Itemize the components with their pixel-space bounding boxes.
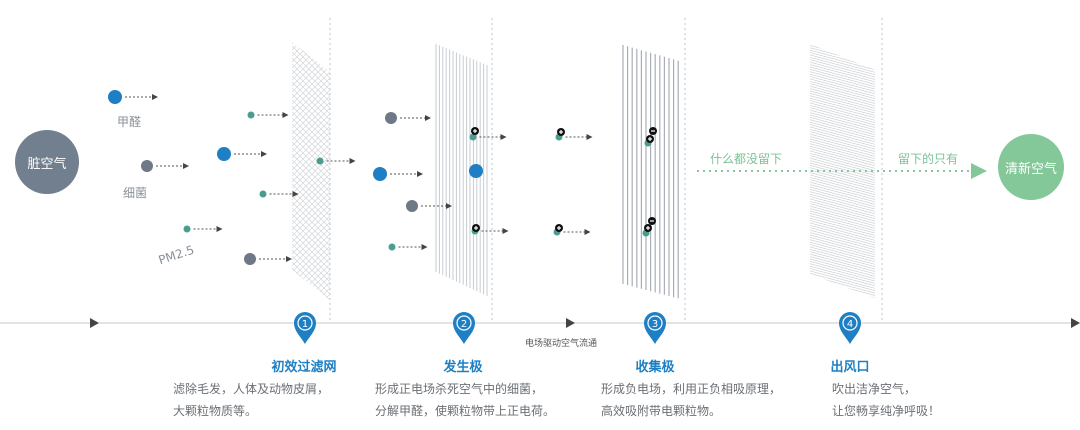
stage-3-description: 形成负电场，利用正负相吸原理， 高效吸附带电颗粒物。 xyxy=(601,378,781,422)
stage-4-title: 出风口 xyxy=(830,360,870,375)
particle xyxy=(469,133,477,141)
clean-air-circle: 清新空气 xyxy=(998,134,1064,200)
particle xyxy=(217,147,231,161)
particle xyxy=(247,111,255,119)
particle xyxy=(373,167,387,181)
particles xyxy=(108,90,657,265)
stage-3-desc-line2: 高效吸附带电颗粒物。 xyxy=(601,404,722,418)
stage-separators xyxy=(329,18,883,322)
stage-3-desc-line1: 形成负电场，利用正负相吸原理， xyxy=(601,382,782,396)
stage-1-desc-line1: 滤除毛发，人体及动物皮屑， xyxy=(173,382,330,396)
stage-1-desc-line2: 大颗粒物质等。 xyxy=(173,404,258,418)
particle xyxy=(388,243,396,251)
stage-pins: 1 2 3 4 xyxy=(294,312,861,344)
only-left-note: 留下的只有 xyxy=(898,152,959,166)
particle xyxy=(316,157,324,165)
stage-1-pin: 1 xyxy=(294,312,316,344)
collector-electrode xyxy=(622,45,679,299)
particle xyxy=(469,164,483,178)
stage-1-number: 1 xyxy=(302,319,308,330)
stage-2-title: 发生极 xyxy=(443,360,483,375)
stage-4-pin: 4 xyxy=(839,312,861,344)
stage-2-desc-line1: 形成正电场杀死空气中的细菌， xyxy=(375,382,544,396)
stage-4-desc-line1: 吹出洁净空气， xyxy=(832,382,917,396)
stage-2-number: 2 xyxy=(461,319,467,330)
clean-air-label: 清新空气 xyxy=(1004,161,1057,177)
dirty-air-label: 脏空气 xyxy=(27,156,67,172)
dirty-air-circle: 脏空气 xyxy=(15,130,79,194)
particle xyxy=(259,190,267,198)
particle xyxy=(385,112,397,124)
particle xyxy=(244,253,256,265)
stage-3-title: 收集极 xyxy=(635,360,675,375)
stage-3-number: 3 xyxy=(652,319,658,330)
stage-4-number: 4 xyxy=(847,319,853,330)
stage-4-description: 吹出洁净空气， 让您畅享纯净呼吸！ xyxy=(832,378,940,422)
timeline-arrows xyxy=(90,318,1080,328)
particle xyxy=(183,225,191,233)
stage-2-description: 形成正电场杀死空气中的细菌， 分解甲醛，使颗粒物带上正电荷。 xyxy=(375,378,555,422)
bacteria-label: 细菌 xyxy=(123,186,148,200)
formaldehyde-label: 甲醛 xyxy=(117,115,142,129)
outlet-mesh xyxy=(810,44,875,298)
particle xyxy=(406,200,418,212)
particle xyxy=(141,160,153,172)
nothing-left-note: 什么都没留下 xyxy=(710,152,783,166)
stage-4-desc-line2: 让您畅享纯净呼吸！ xyxy=(832,404,941,418)
stage-2-desc-line2: 分解甲醛，使颗粒物带上正电荷。 xyxy=(375,404,556,418)
airflow-note: 电场驱动空气流通 xyxy=(525,339,598,349)
stage-2-pin: 2 xyxy=(453,312,475,344)
primary-filter-mesh xyxy=(292,42,330,300)
particle xyxy=(108,90,122,104)
stage-1-description: 滤除毛发，人体及动物皮屑， 大颗粒物质等。 xyxy=(173,378,329,422)
stage-3-pin: 3 xyxy=(644,312,666,344)
stage-1-title: 初效过滤网 xyxy=(271,360,337,375)
